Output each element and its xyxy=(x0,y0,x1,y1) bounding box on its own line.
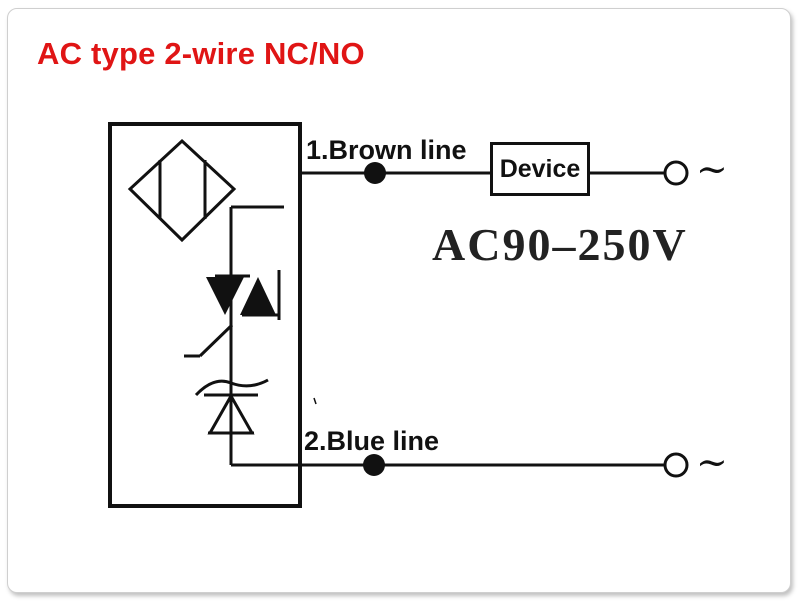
diagram-title: AC type 2-wire NC/NO xyxy=(37,36,365,71)
terminal-top xyxy=(663,160,689,186)
internal-circuit xyxy=(184,205,300,467)
voltage-label: AC90–250V xyxy=(432,219,688,270)
terminal-bottom xyxy=(663,452,689,478)
ac-symbol-top: ~ xyxy=(696,147,728,191)
sensor-symbol xyxy=(127,138,237,243)
blue-wire-junction xyxy=(363,454,385,476)
brown-line-label: 1.Brown line xyxy=(306,135,467,165)
triac-triangle-left xyxy=(206,277,244,315)
blue-line-label: 2.Blue line xyxy=(304,426,440,456)
sensor-body xyxy=(108,122,302,508)
triac-triangle-right xyxy=(240,277,276,315)
device-box: Device xyxy=(490,142,590,196)
ac-symbol-bottom: ~ xyxy=(696,440,728,484)
device-label: Device xyxy=(499,154,581,183)
brown-wire-junction xyxy=(364,162,386,184)
diagram-frame xyxy=(7,8,791,593)
